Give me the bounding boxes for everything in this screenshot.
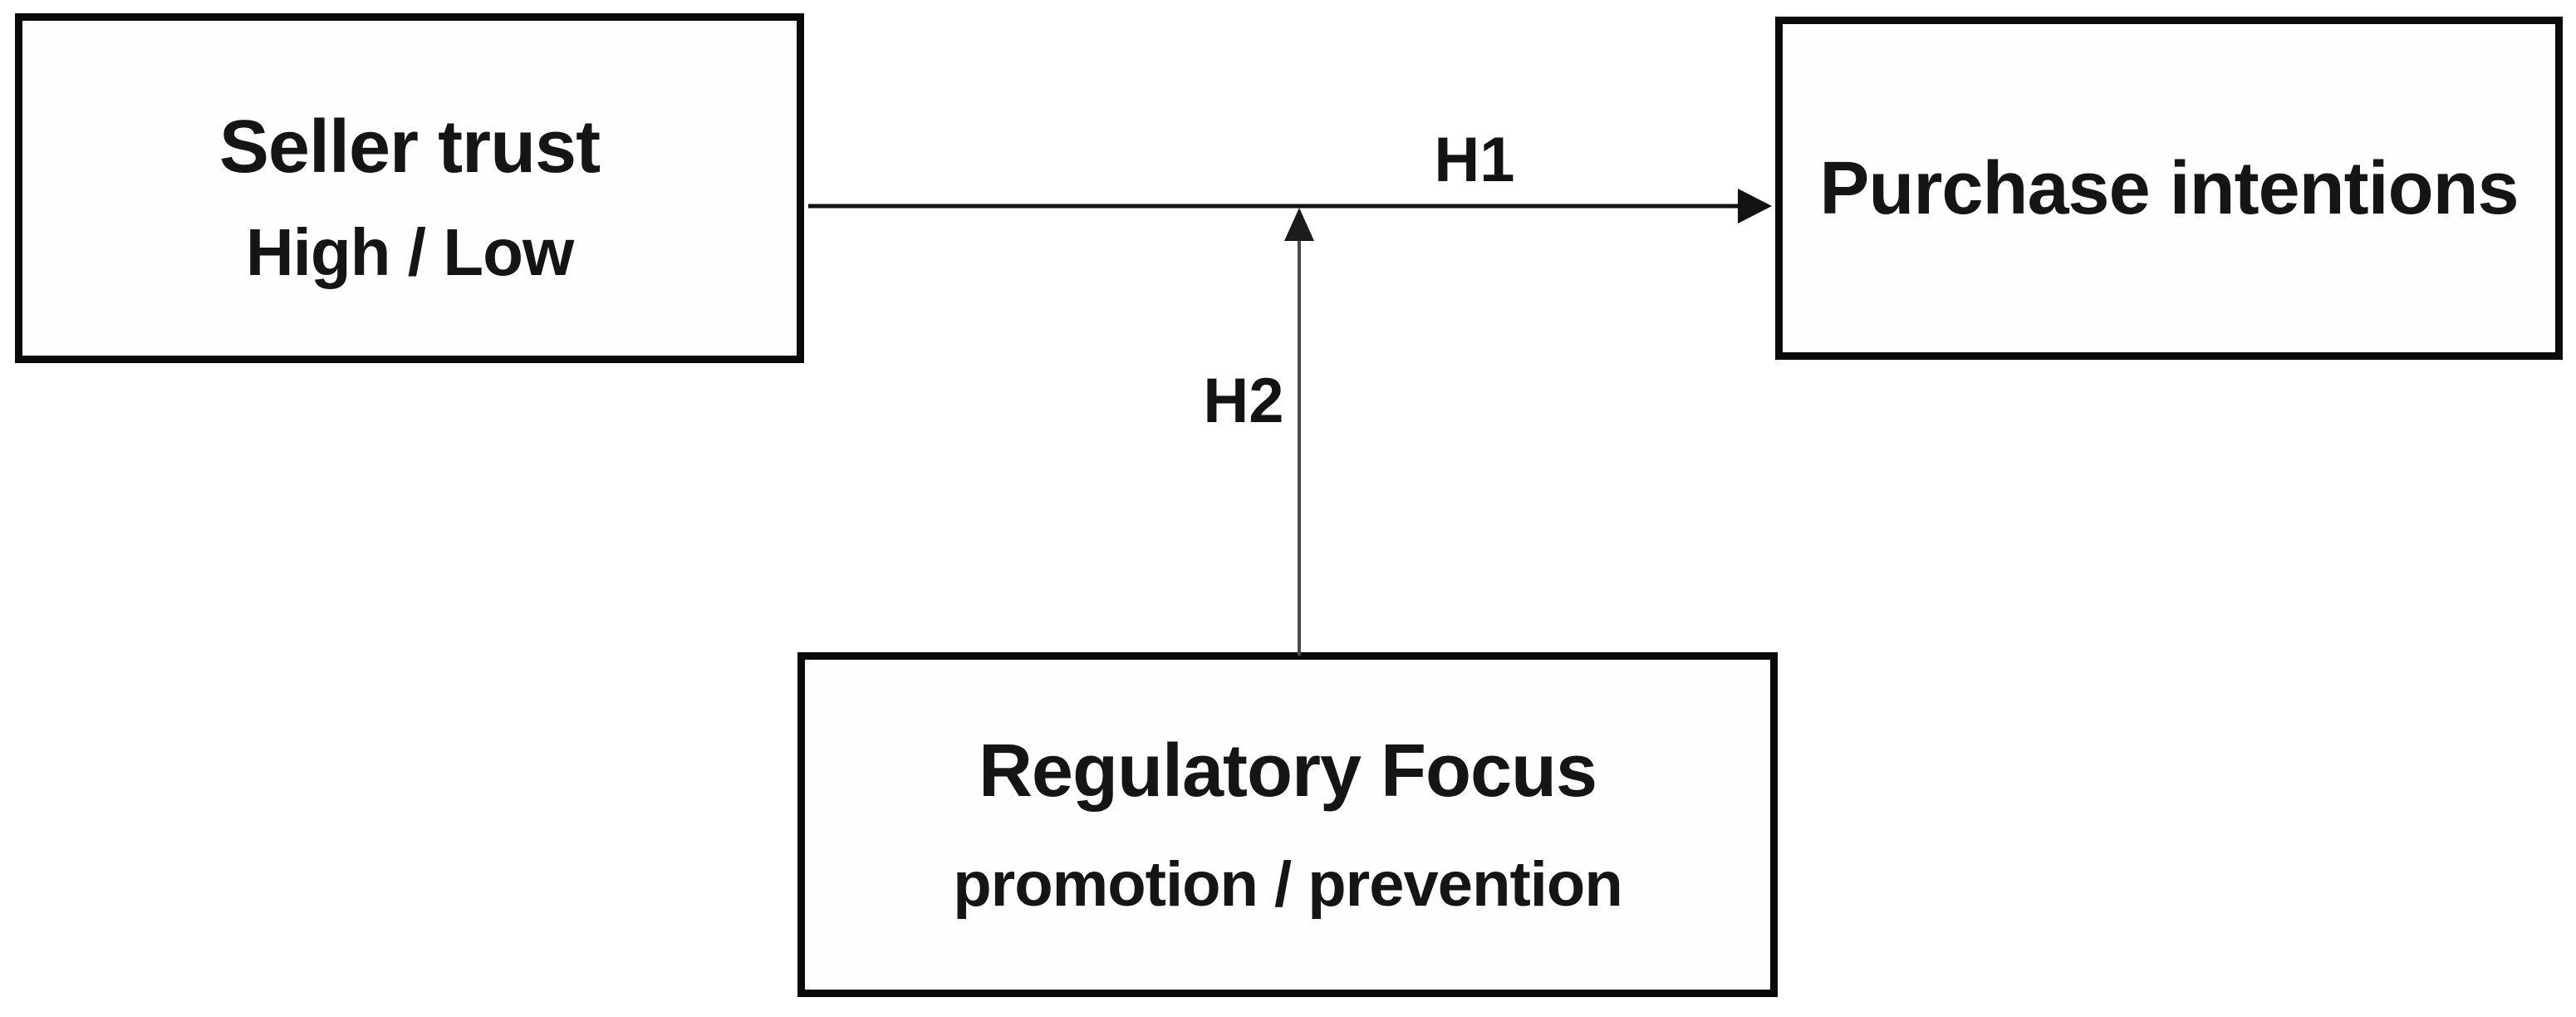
h1-label: H1 [1434, 125, 1515, 195]
seller-trust-title: Seller trust [218, 105, 601, 189]
h2-arrowhead-icon [1284, 208, 1314, 241]
h2-label: H2 [1203, 366, 1284, 436]
purchase-intentions-title: Purchase intentions [1819, 146, 2519, 230]
regulatory-focus-subtitle: promotion / prevention [953, 848, 1623, 920]
h1-arrowhead-icon [1738, 189, 1772, 224]
seller-trust-subtitle: High / Low [245, 214, 574, 289]
regulatory-focus-box: Regulatory Focus promotion / prevention [797, 652, 1778, 997]
purchase-intentions-box: Purchase intentions [1775, 17, 2563, 360]
seller-trust-box: Seller trust High / Low [15, 13, 804, 363]
regulatory-focus-title: Regulatory Focus [978, 729, 1597, 813]
